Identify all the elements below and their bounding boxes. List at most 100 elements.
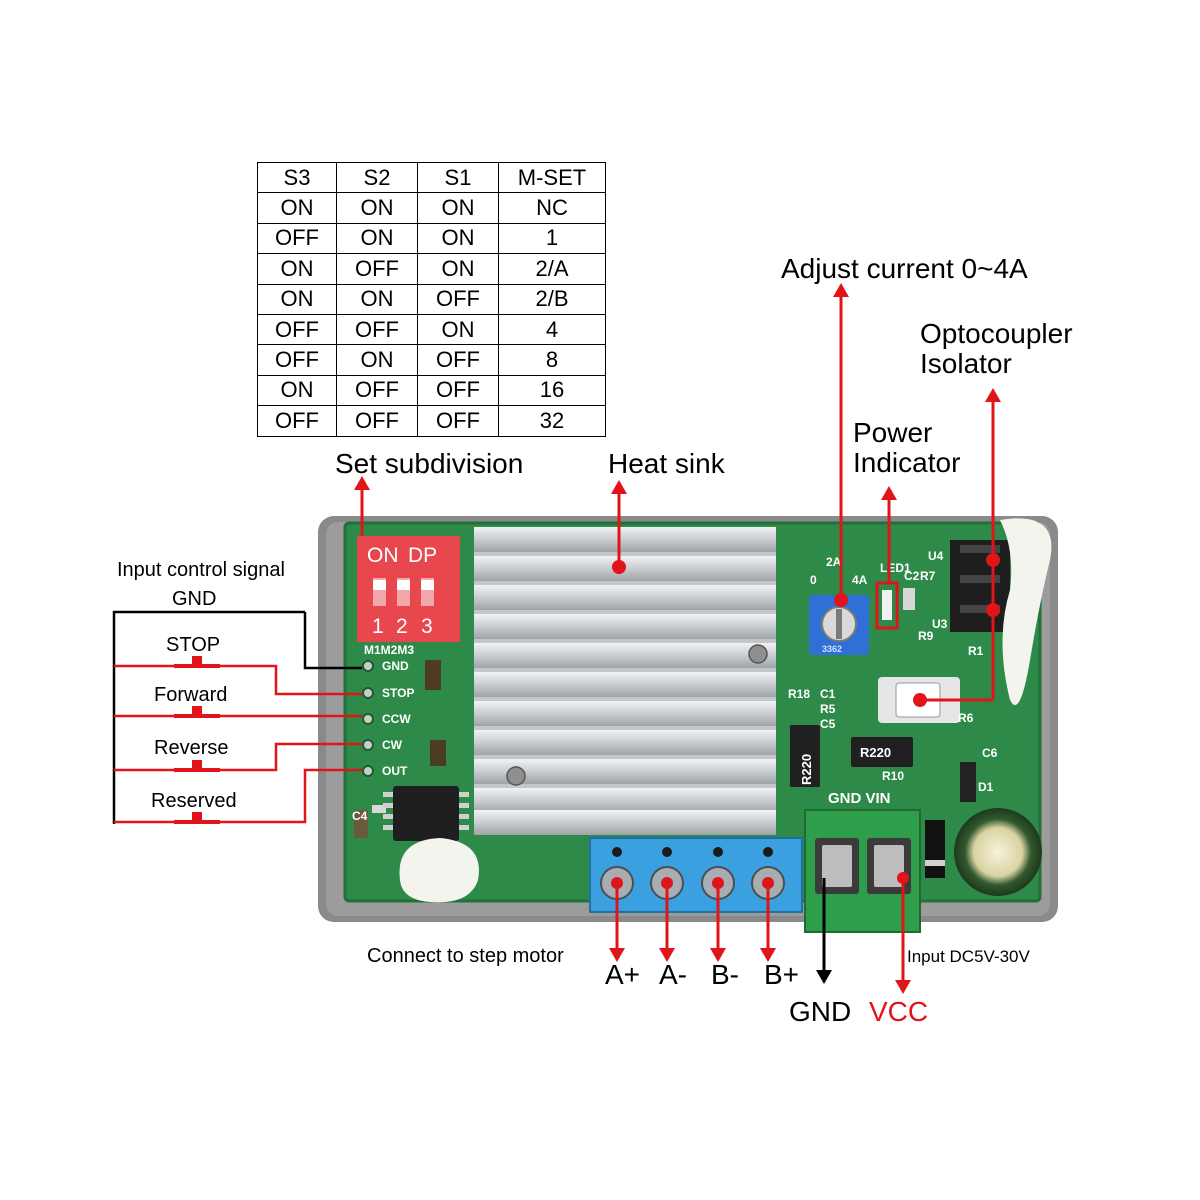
arrow-dot-vcc <box>897 872 909 884</box>
dip-lever-2[interactable] <box>397 580 410 590</box>
arrowhead-a-plus <box>609 948 625 962</box>
dip-lever-1[interactable] <box>373 580 386 590</box>
table-header: S2 <box>336 161 418 194</box>
arrow-dot-a-minus <box>661 877 673 889</box>
dip-lever-3[interactable] <box>421 580 434 590</box>
label-power: Power <box>853 417 932 448</box>
table-header: S3 <box>257 161 337 194</box>
dip-number-1: 1 <box>372 615 384 638</box>
table-header: M-SET <box>498 161 606 194</box>
wire-gnd-rail <box>112 610 305 824</box>
pin-pad <box>362 687 374 699</box>
arrowhead-power-indicator <box>881 486 897 500</box>
power-terminal-clamp-vin <box>874 845 904 887</box>
pot-mark-4a: 4A <box>852 573 868 587</box>
label-adjust-current: Adjust current 0~4A <box>781 253 1028 284</box>
table-cell: ON <box>336 344 418 376</box>
heat-sink-screw <box>506 766 526 786</box>
arrow-dot-b-minus <box>712 877 724 889</box>
label-input-dc: Input DC5V-30V <box>907 947 1031 966</box>
table-cell: 32 <box>498 405 606 437</box>
label-optocoupler: Optocoupler <box>920 318 1073 349</box>
arrow-dot-optocoupler-chip <box>913 693 927 707</box>
table-row: ON ON ON NC <box>257 192 606 224</box>
switch-symbols <box>174 656 220 824</box>
arrowhead-b-minus <box>710 948 726 962</box>
terminal-hole <box>662 847 672 857</box>
switch-reserved <box>174 820 220 824</box>
header-pin <box>960 605 1000 613</box>
chip-pin <box>383 825 393 830</box>
wire-reverse-right <box>220 742 362 772</box>
table-cell: ON <box>257 374 337 407</box>
silk-r7: R7 <box>920 569 936 583</box>
label-set-subdivision: Set subdivision <box>335 448 523 479</box>
silk-c6: C6 <box>982 746 998 760</box>
pot-slot <box>836 609 842 639</box>
power-terminal-clamp-gnd <box>822 845 852 887</box>
label-b-plus: B+ <box>764 959 799 990</box>
chip-pin <box>459 792 469 797</box>
diode-band <box>925 860 945 866</box>
pin-label-out: OUT <box>382 764 408 778</box>
dip-dp-label: DP <box>408 544 437 567</box>
label-forward: Forward <box>154 684 227 706</box>
wire-gnd-stub <box>303 612 362 670</box>
silk-u3: U3 <box>932 617 948 631</box>
resistor-label-vertical: R220 <box>799 754 814 785</box>
silk-c1: C1 <box>820 687 836 701</box>
switch-stop-button <box>192 656 202 664</box>
smd-component <box>372 805 386 813</box>
arrowhead-optocoupler <box>985 388 1001 402</box>
switch-reserved-button <box>192 812 202 820</box>
chip-pin <box>383 814 393 819</box>
silk-r5: R5 <box>820 702 836 716</box>
optocoupler-header <box>950 540 1010 632</box>
table-header: S1 <box>417 161 499 194</box>
silk-r1: R1 <box>968 644 984 658</box>
arrow-dot-optocoupler <box>986 553 1000 567</box>
label-b-minus: B- <box>711 959 739 990</box>
label-gnd-power: GND <box>789 996 851 1027</box>
table-cell: OFF <box>257 222 337 255</box>
chip-pin <box>383 803 393 808</box>
label-indicator: Indicator <box>853 447 960 478</box>
resistor-label-horizontal: R220 <box>860 745 891 760</box>
pin-label-cw: CW <box>382 738 403 752</box>
subdivision-table: S3 S2 S1 M-SET ON ON ON NC OFF ON ON 1 O… <box>257 161 606 437</box>
switch-reverse <box>174 768 220 772</box>
header-pin <box>960 545 1000 553</box>
wire-reserved-right <box>220 768 362 824</box>
arrow-dot-a-plus <box>611 877 623 889</box>
arrowhead-vcc <box>895 980 911 994</box>
silk-c4: C4 <box>352 809 368 823</box>
table-cell: ON <box>257 192 337 224</box>
label-stop: STOP <box>166 634 220 656</box>
table-cell: OFF <box>257 405 337 437</box>
table-cell: ON <box>336 222 418 255</box>
switch-forward <box>174 714 220 718</box>
arrow-dot-heat-sink <box>612 560 626 574</box>
table-cell: ON <box>417 192 499 224</box>
smd-component <box>425 660 441 690</box>
glue-blob <box>399 838 479 903</box>
electrolytic-capacitor <box>954 808 1042 896</box>
silk-c2: C2 <box>904 569 920 583</box>
chip-pin <box>459 814 469 819</box>
heat-sink-fin <box>474 810 776 835</box>
arrow-dot-optocoupler <box>986 603 1000 617</box>
resistor-horizontal <box>851 737 913 767</box>
diode <box>925 820 945 878</box>
header-pin <box>960 575 1000 583</box>
label-heat-sink: Heat sink <box>608 448 726 479</box>
diode <box>960 762 976 802</box>
table-row: ON ON OFF 2/B <box>257 283 606 315</box>
terminal-hole <box>763 847 773 857</box>
table-cell: 1 <box>498 222 606 255</box>
table-row: OFF ON OFF 8 <box>257 344 606 376</box>
label-reserved: Reserved <box>151 790 237 812</box>
label-a-minus: A- <box>659 959 687 990</box>
driver-chip <box>393 786 459 841</box>
arrow-gnd-power <box>816 878 832 984</box>
motor-terminal-edge <box>589 837 803 913</box>
